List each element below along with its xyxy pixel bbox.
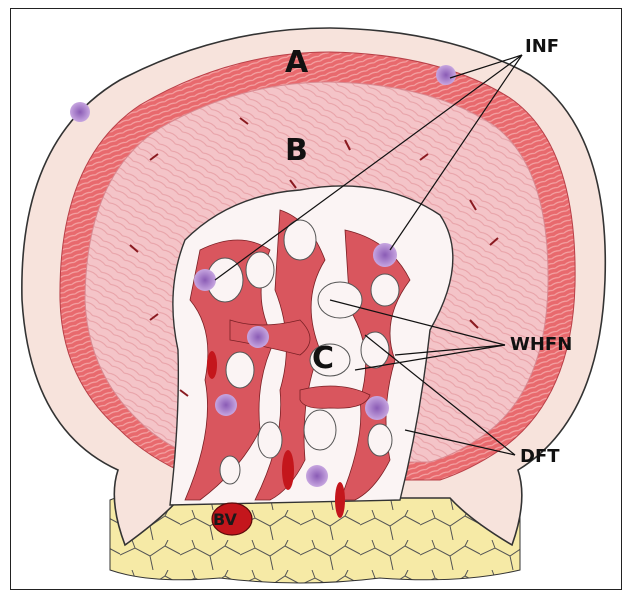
inflammatory-cell-cluster-icon: [70, 102, 90, 122]
inflammatory-cell-cluster-icon: [247, 326, 269, 348]
inflammatory-cell-cluster-icon: [306, 465, 328, 487]
label-whfn: WHFN: [510, 334, 572, 355]
label-inf: INF: [525, 36, 559, 57]
label-bv: BV: [213, 510, 238, 529]
inflammatory-cell-cluster-icon: [365, 396, 389, 420]
inflammatory-cell-cluster-icon: [373, 243, 397, 267]
blood-vessel-icon: [282, 450, 294, 490]
blood-vessel-icon: [335, 482, 345, 518]
inflammatory-cell-cluster-icon: [436, 65, 456, 85]
blood-vessel-icon: [207, 351, 217, 379]
inflammatory-cell-cluster-icon: [215, 394, 237, 416]
label-dft: DFT: [520, 446, 560, 467]
inflammatory-cell-cluster-icon: [194, 269, 216, 291]
label-c: C: [312, 341, 334, 376]
label-a: A: [285, 45, 309, 80]
label-b: B: [285, 133, 308, 168]
